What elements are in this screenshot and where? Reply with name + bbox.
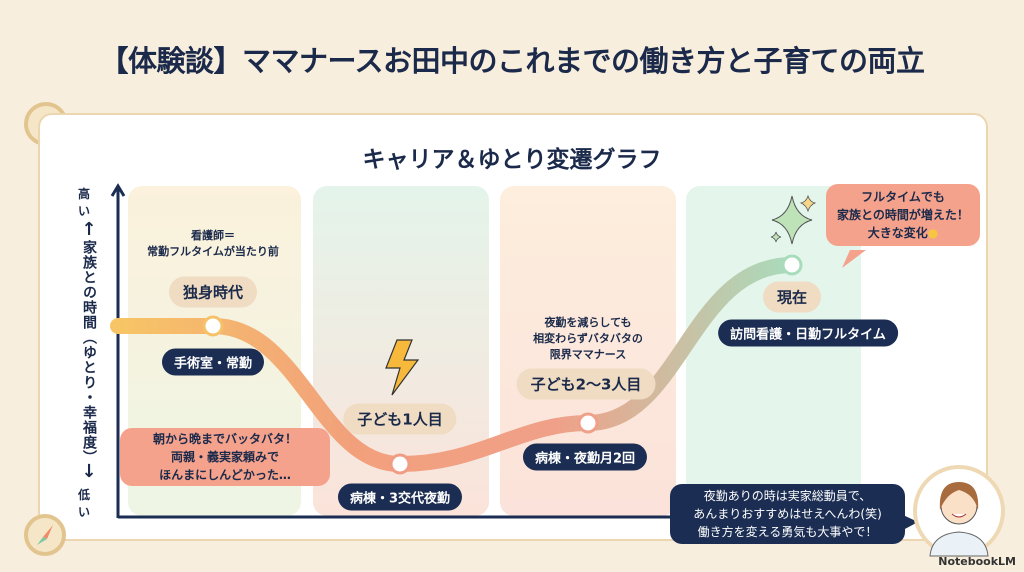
stage-note: 夜勤を減らしても相変わらずバタバタの限界ママナース: [533, 315, 643, 363]
lightning-icon: [385, 339, 420, 396]
y-axis-high: 高い: [78, 187, 92, 218]
stage-label: 独身時代: [168, 276, 258, 308]
y-axis-low: 低い: [78, 488, 91, 519]
speech-bubble-now: フルタイムでも家族との時間が増えた！ 大きな変化●: [826, 184, 980, 246]
down-arrow-icon: ↓: [81, 461, 97, 482]
y-axis-label: 高い ↑ 家族との時間（ゆとり・幸福度） ↓ 低い: [78, 185, 100, 520]
compass-icon: [24, 514, 66, 556]
note-line: 限界ママナース: [549, 348, 627, 361]
bubble-line: 朝から晩までバッタバタ！: [152, 432, 297, 446]
bubble-line: 働き方を変える勇気も大事やで！: [697, 525, 878, 539]
bubble-line: あんまりおすすめはせえへんわ(笑): [693, 507, 882, 521]
note-line: 夜勤を減らしても: [544, 316, 632, 329]
speech-bubble-advice: 夜勤ありの時は実家総動員で、あんまりおすすめはせえへんわ(笑) 働き方を変える勇気…: [670, 484, 905, 544]
life-curve: [110, 257, 800, 473]
bubble-line: 大きな変化: [867, 226, 928, 240]
job-label: 訪問看護・日勤フルタイム: [718, 319, 898, 347]
point-single: [202, 315, 224, 337]
bubble-line: フルタイムでも: [861, 190, 945, 204]
up-arrow-icon: ↑: [81, 219, 97, 240]
page-title: 【体験談】ママナースお田中のこれまでの働き方と子育ての両立: [99, 44, 925, 78]
job-label: 病棟・3交代夜勤: [337, 483, 463, 511]
note-line: 相変わらずバタバタの: [533, 332, 643, 345]
notebooklm-watermark: NotebookLM: [938, 555, 1016, 568]
point-now: [781, 254, 803, 276]
bubble-line: ほんまにしんどかった…: [159, 468, 291, 482]
stage-label: 子ども2〜3人目: [516, 368, 656, 400]
job-label: 手術室・常勤: [161, 348, 265, 376]
bubble-line: 家族との時間が増えた！: [837, 208, 969, 222]
speech-bubble-hard: 朝から晩までバッタバタ！ 両親・義実家頼みでほんまにしんどかった…: [120, 428, 330, 486]
point-child1: [389, 453, 411, 475]
stage-note: 看護師＝ 常勤フルタイムが当たり前: [147, 228, 279, 260]
point-child23: [577, 412, 599, 434]
sparkle-icon: [770, 194, 817, 245]
job-label: 病棟・夜勤月2回: [522, 443, 648, 471]
y-axis-title: 家族との時間（ゆとり・幸福度）: [81, 240, 97, 465]
note-line: 常勤フルタイムが当たり前: [147, 245, 279, 258]
sun-icon: ●: [927, 226, 939, 240]
bubble-line: 両親・義実家頼みで: [170, 450, 279, 464]
stage-label: 現在: [762, 281, 822, 313]
bubble-line: 夜勤ありの時は実家総動員で、: [703, 489, 872, 503]
note-line: 看護師＝: [191, 229, 235, 242]
graph-title: キャリア＆ゆとり変遷グラフ: [362, 147, 662, 173]
nurse-avatar: [913, 465, 1005, 557]
stage-label: 子ども1人目: [343, 403, 457, 435]
